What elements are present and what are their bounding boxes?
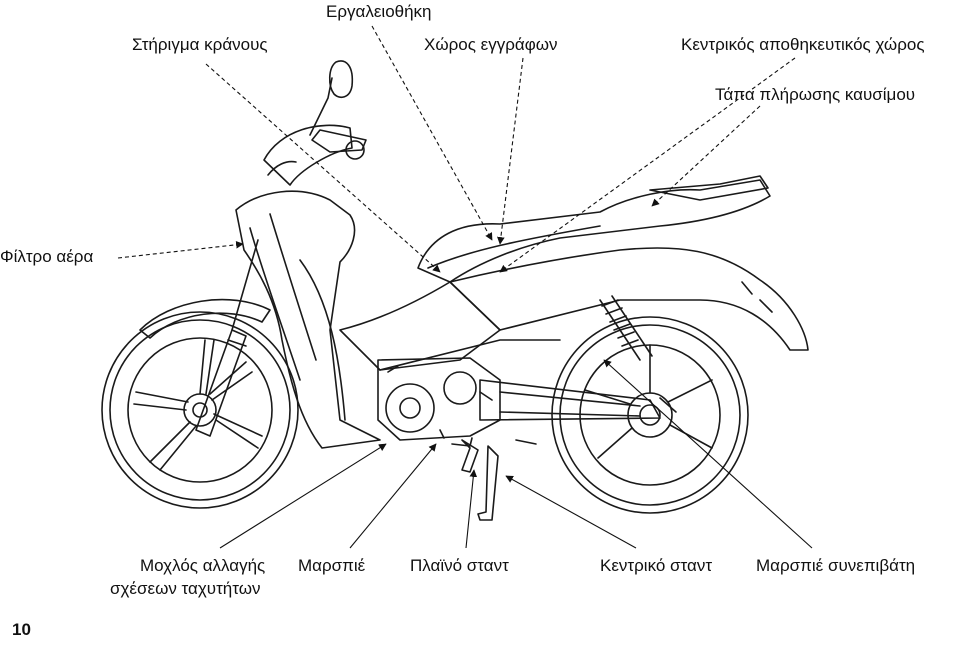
- handlebar: [263, 60, 367, 186]
- side-stand-shape: [461, 439, 479, 473]
- seat: [417, 179, 771, 283]
- page-number: 10: [12, 620, 31, 639]
- leader-helmet-holder: [205, 63, 441, 273]
- swingarm: [479, 379, 661, 421]
- front-wheel: [101, 311, 299, 509]
- label-gear-lever-line2: σχέσεων ταχυτήτων: [110, 579, 261, 598]
- label-passenger-footrest: Μαρσπιέ συνεπιβάτη: [756, 556, 916, 575]
- leader-footrest: [349, 443, 437, 549]
- engine: [377, 357, 501, 441]
- label-central-storage: Κεντρικός αποθηκευτικός χώρος: [681, 35, 925, 54]
- front-fender: [139, 298, 271, 339]
- label-air-filter: Φίλτρο αέρα: [0, 247, 94, 266]
- label-helmet-holder: Στήριγμα κράνους: [132, 35, 268, 54]
- label-main-stand: Κεντρικό σταντ: [600, 556, 713, 575]
- leader-document: [497, 57, 524, 245]
- leader-main-stand: [505, 475, 637, 549]
- leader-side-stand: [465, 469, 478, 549]
- label-document-compartment: Χώρος εγγράφων: [424, 35, 558, 54]
- leader-central-storage: [499, 57, 796, 273]
- label-side-stand: Πλαϊνό σταντ: [410, 556, 509, 575]
- main-stand-shape: [477, 445, 499, 521]
- leader-gear-lever: [219, 443, 387, 549]
- label-fuel-cap: Τάπα πλήρωσης καυσίμου: [715, 85, 916, 104]
- leader-toolbox: [371, 25, 493, 241]
- label-footrest: Μαρσπιέ: [298, 556, 366, 575]
- label-gear-lever-line1: Μοχλός αλλαγής: [140, 556, 266, 575]
- leader-fuel-cap: [651, 105, 761, 207]
- leader-passenger-footrest: [603, 359, 813, 549]
- rear-shock: [599, 295, 653, 361]
- floor-panel: [339, 281, 501, 371]
- leader-air-filter: [117, 240, 244, 259]
- rear-body: [449, 247, 809, 351]
- label-toolbox: Εργαλειοθήκη: [326, 2, 432, 21]
- front-body: [235, 190, 381, 449]
